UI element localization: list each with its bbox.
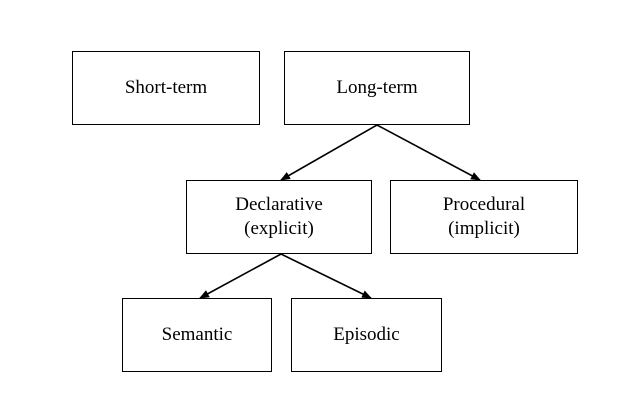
node-long-term-label: Long-term [336, 77, 418, 99]
node-declarative-label: Declarative [235, 194, 323, 216]
node-episodic-label: Episodic [333, 324, 400, 346]
node-procedural-sublabel: (implicit) [448, 218, 520, 239]
node-long-term: Long-term [284, 51, 470, 125]
node-declarative-sublabel: (explicit) [244, 218, 314, 239]
node-episodic: Episodic [291, 298, 442, 372]
node-semantic: Semantic [122, 298, 272, 372]
node-short-term-label: Short-term [124, 77, 208, 99]
node-procedural-label: Procedural [442, 194, 526, 216]
edge-declarative-to-semantic [199, 253, 282, 299]
edge-long-term-to-declarative [280, 124, 378, 181]
node-procedural: Procedural (implicit) [390, 180, 578, 254]
node-short-term: Short-term [72, 51, 260, 125]
node-semantic-label: Semantic [161, 324, 233, 346]
edge-declarative-to-episodic [280, 253, 372, 299]
edge-long-term-to-procedural [376, 124, 481, 181]
node-declarative: Declarative (explicit) [186, 180, 372, 254]
